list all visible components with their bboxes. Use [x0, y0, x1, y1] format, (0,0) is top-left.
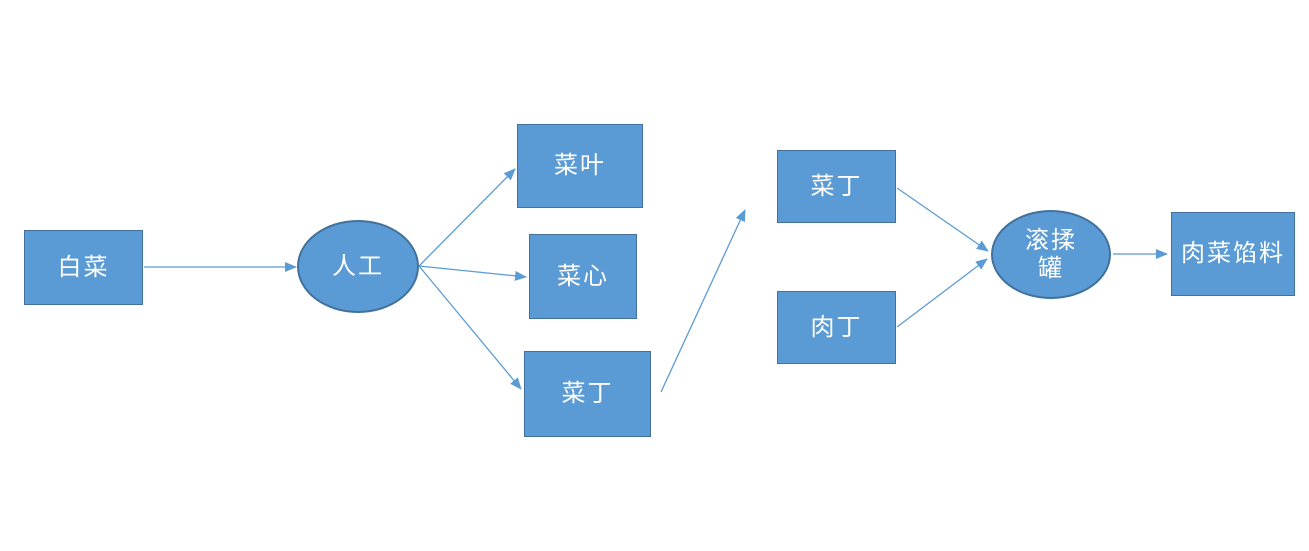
edge-manual-heart	[418, 265, 527, 281]
node-leaves-label: 菜叶	[554, 151, 606, 180]
node-meat-veg-filling-label: 肉菜馅料	[1181, 239, 1285, 268]
node-diced-vegetable-2: 菜丁	[777, 150, 896, 223]
edge-manual-leaves	[418, 168, 516, 267]
edge-diced-veg2-tumbler	[896, 187, 989, 252]
edge-diced-meat-tumbler	[896, 258, 988, 328]
node-diced-vegetable: 菜丁	[524, 351, 651, 437]
node-meat-veg-filling: 肉菜馅料	[1171, 212, 1295, 296]
node-diced-vegetable-2-label: 菜丁	[810, 171, 863, 200]
node-diced-meat: 肉丁	[777, 291, 896, 364]
node-tumbler-tank-label: 滚揉罐	[1025, 225, 1077, 282]
node-cabbage-label: 白菜	[57, 252, 110, 281]
edge-diced-veg-transfer	[660, 209, 746, 393]
node-manual-process: 人工	[297, 220, 419, 313]
node-diced-vegetable-label: 菜丁	[561, 379, 614, 408]
node-tumbler-tank: 滚揉罐	[991, 210, 1111, 299]
node-diced-meat-label: 肉丁	[810, 312, 863, 341]
node-heart-label: 菜心	[557, 261, 609, 290]
node-heart: 菜心	[529, 234, 637, 319]
node-manual-process-label: 人工	[332, 251, 384, 280]
edge-manual-diced-veg	[418, 265, 522, 390]
node-leaves: 菜叶	[517, 124, 643, 208]
node-cabbage: 白菜	[24, 230, 143, 305]
